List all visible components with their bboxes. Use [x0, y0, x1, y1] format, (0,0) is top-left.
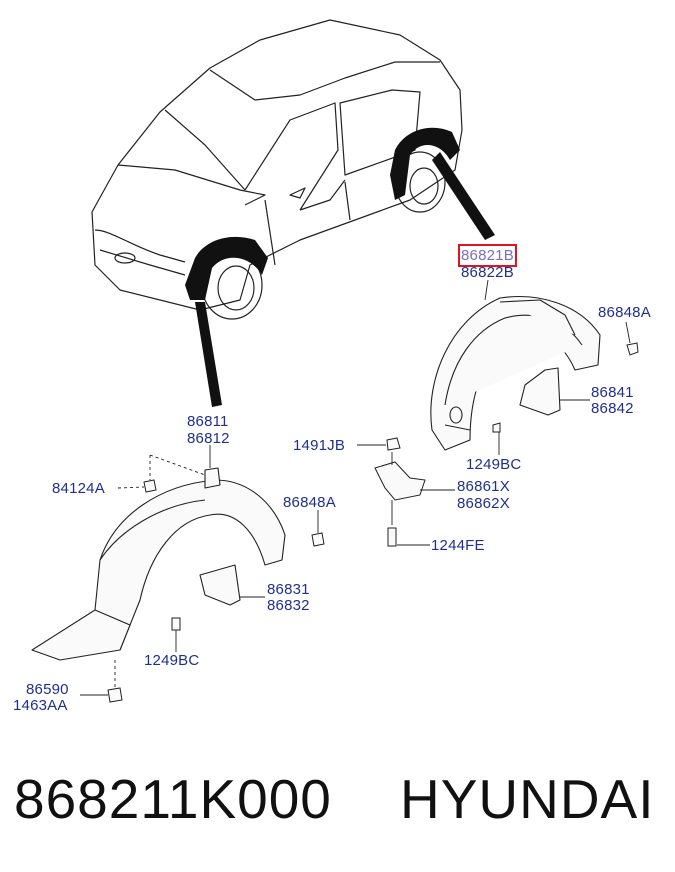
label-1249bc-front: 1249BC — [144, 652, 200, 669]
label-86848a-front: 86848A — [283, 494, 336, 511]
label-86832: 86832 — [267, 597, 310, 614]
label-86811: 86811 — [187, 413, 229, 430]
label-86821b[interactable]: 86821B — [458, 244, 517, 267]
label-86822b: 86822B — [461, 264, 514, 281]
label-86842: 86842 — [591, 400, 634, 417]
label-1249bc-rear: 1249BC — [466, 456, 522, 473]
rear-wheel-liner — [430, 296, 601, 451]
front-wheel-liner — [31, 467, 286, 661]
part-number: 868211K000 — [14, 768, 332, 830]
label-86812: 86812 — [187, 430, 230, 447]
label-86862x: 86862X — [457, 495, 510, 512]
leader-lines — [80, 279, 631, 696]
brand-name: HYUNDAI — [400, 768, 655, 830]
leader-pointers — [195, 152, 495, 407]
label-1491jb: 1491JB — [293, 437, 346, 454]
label-86861x: 86861X — [457, 478, 510, 495]
label-1244fe: 1244FE — [431, 537, 485, 554]
fasteners — [107, 342, 639, 703]
label-86831: 86831 — [267, 581, 310, 598]
label-86841: 86841 — [591, 384, 634, 401]
label-1463aa: 1463AA — [13, 697, 68, 714]
car-liner-highlight — [185, 127, 460, 300]
label-84124a: 84124A — [52, 480, 105, 497]
label-86848a-rear: 86848A — [598, 304, 651, 321]
label-86590: 86590 — [26, 681, 69, 698]
